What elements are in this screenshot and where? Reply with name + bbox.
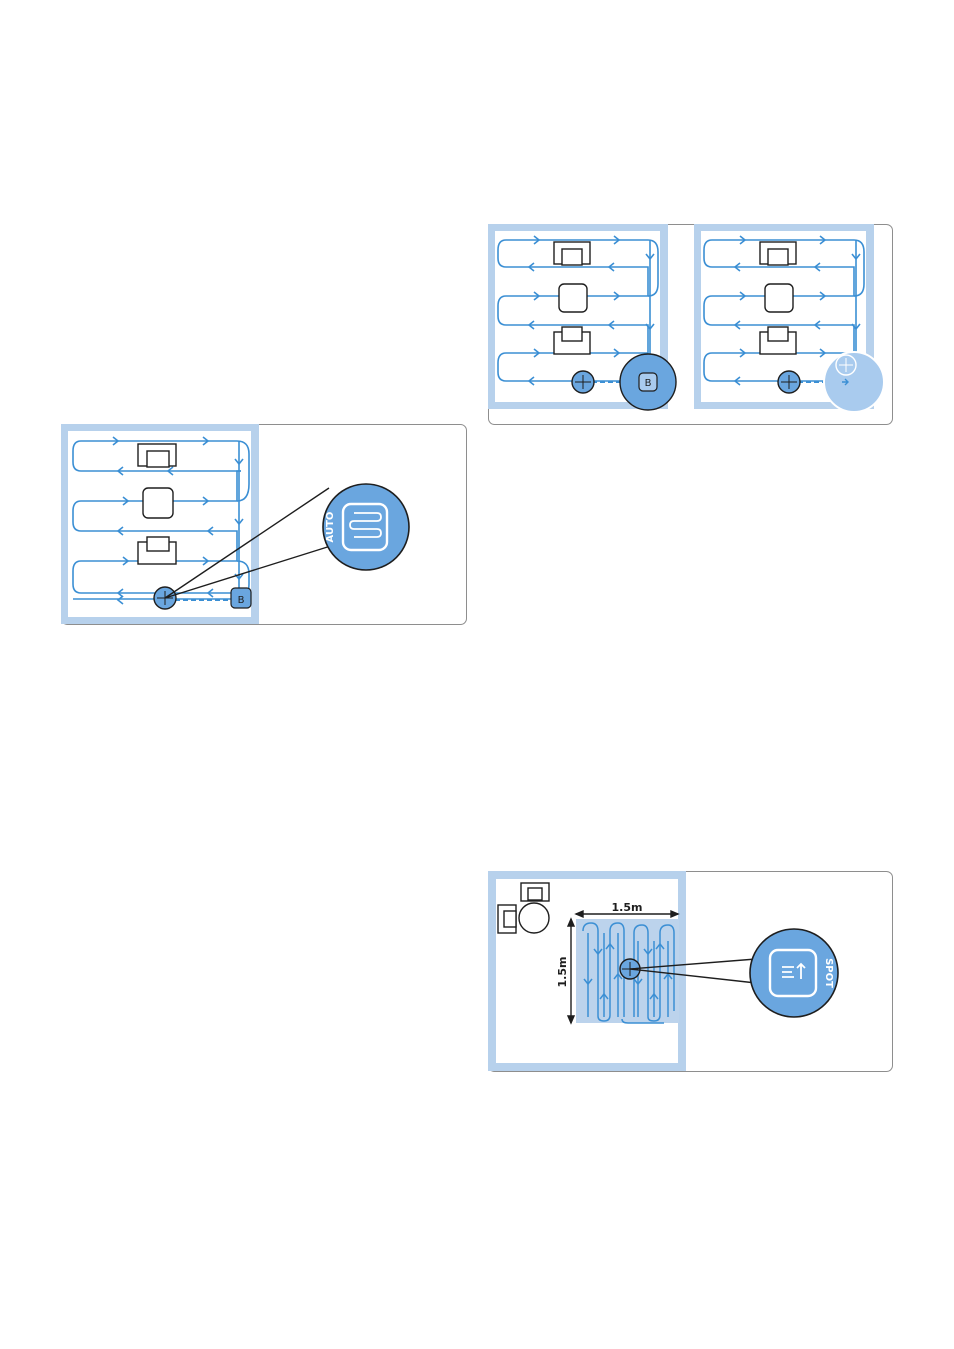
dock-label: B: [645, 378, 652, 389]
svg-text:B: B: [238, 595, 245, 606]
height-label: 1.5m: [556, 957, 569, 988]
robot-returning-icon: [824, 352, 884, 412]
auto-button-zoom: AUTO: [323, 484, 409, 570]
robot-icon: [572, 371, 594, 393]
auto-label: AUTO: [325, 512, 336, 543]
width-label: 1.5m: [612, 901, 643, 914]
spot-label: SPOT: [823, 958, 834, 988]
spot-mode-diagram: 1.5m 1.5m SPOT: [488, 871, 894, 1073]
return-to-base-diagram: B: [488, 224, 894, 426]
robot-icon: [778, 371, 800, 393]
return-to-base-figure: B: [488, 224, 894, 426]
docking-station-zoom: B: [620, 354, 676, 410]
docking-station-icon: B: [231, 588, 251, 608]
spot-button-zoom: SPOT: [750, 929, 838, 1017]
auto-mode-diagram: B AUTO: [61, 424, 467, 626]
spot-mode-figure: 1.5m 1.5m SPOT: [488, 871, 894, 1073]
furniture: [138, 444, 176, 564]
auto-mode-figure: B AUTO: [61, 424, 467, 626]
